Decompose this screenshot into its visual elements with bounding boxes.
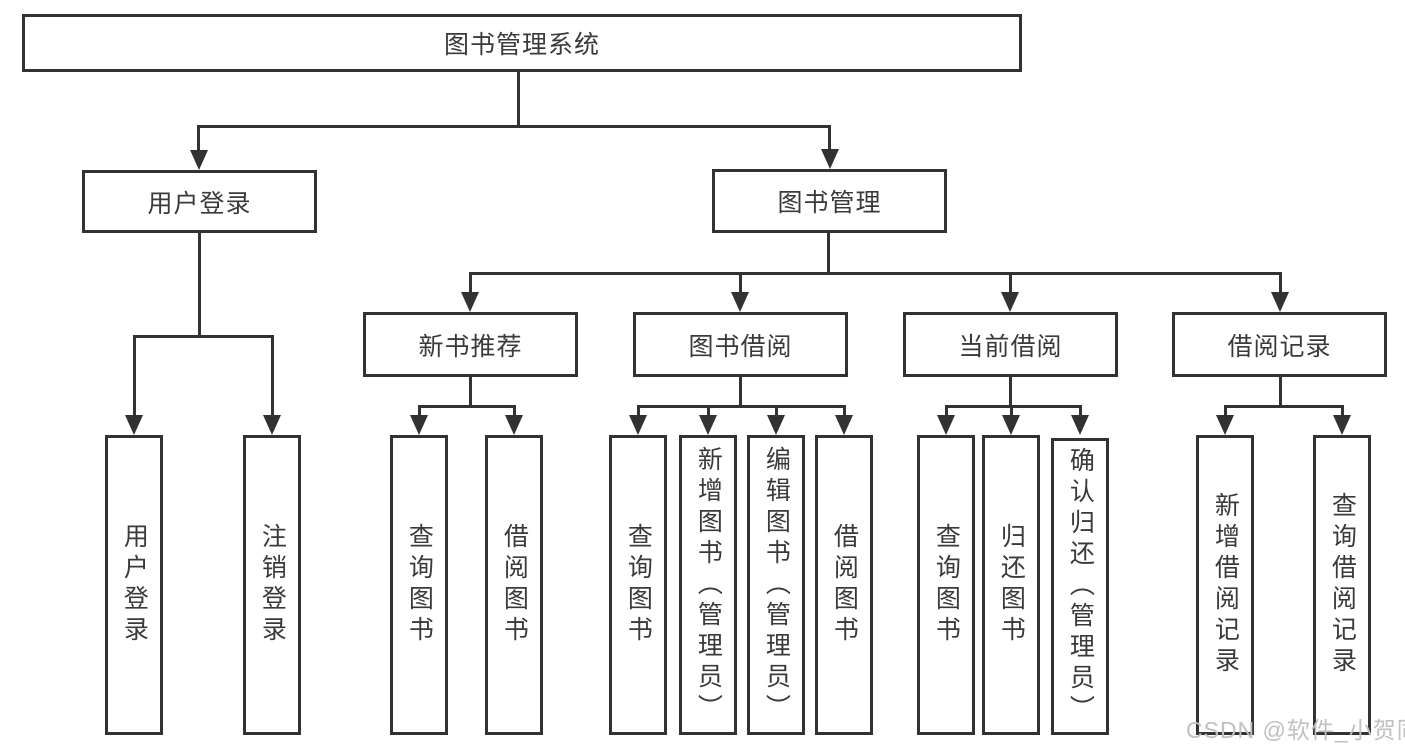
connector-userlogin-stem	[198, 233, 201, 337]
leaf-user-login: 用户登录	[105, 435, 163, 735]
arrowhead-icon	[731, 292, 749, 312]
leaf-query-borrow-record: 查询借阅记录	[1313, 435, 1371, 735]
connector-borrowrecords-stem	[1279, 377, 1282, 407]
leaf-confirm-return-admin: 确认归还（管理员）	[1051, 438, 1109, 735]
leaf-borrow-borrow-books-label: 借阅图书	[830, 523, 859, 647]
arrowhead-icon	[1271, 292, 1289, 312]
node-current-borrow: 当前借阅	[903, 312, 1118, 377]
arrowhead-icon	[1002, 415, 1020, 435]
arrowhead-icon	[629, 415, 647, 435]
leaf-borrow-query-books: 查询图书	[609, 435, 667, 735]
leaf-current-query-books-label: 查询图书	[932, 523, 961, 647]
leaf-newbook-borrow-books-label: 借阅图书	[500, 523, 529, 647]
connector-root-right-drop	[828, 125, 831, 155]
connector-currentborrow-stem	[1009, 377, 1012, 407]
connector-newbook-drop-2	[513, 405, 516, 419]
leaf-current-query-books: 查询图书	[917, 435, 975, 735]
arrowhead-icon	[125, 415, 143, 435]
leaf-newbook-query-books-label: 查询图书	[405, 523, 434, 647]
arrowhead-icon	[1071, 415, 1089, 435]
connector-bookborrow-stem	[739, 377, 742, 407]
connector-bookmgmt-drop-2	[739, 272, 742, 296]
connector-bookmgmt-drop-1	[469, 272, 472, 296]
connector-currentborrow-drop-2	[1010, 405, 1013, 419]
connector-root-left-drop	[197, 125, 200, 155]
connector-currentborrow-drop-3	[1079, 405, 1082, 419]
leaf-borrow-borrow-books: 借阅图书	[815, 435, 873, 735]
node-borrow-records: 借阅记录	[1172, 312, 1387, 377]
leaf-add-borrow-record: 新增借阅记录	[1196, 435, 1254, 735]
leaf-add-books-admin: 新增图书（管理员）	[679, 435, 737, 735]
leaf-confirm-return-admin-label: 确认归还（管理员）	[1066, 447, 1095, 726]
connector-bookmgmt-drop-4	[1279, 272, 1282, 296]
node-borrow-records-label: 借阅记录	[1227, 332, 1332, 361]
connector-root-stem	[517, 72, 520, 127]
leaf-edit-books-admin-label: 编辑图书（管理员）	[762, 445, 791, 725]
arrowhead-icon	[505, 415, 523, 435]
node-book-borrow-label: 图书借阅	[688, 332, 793, 361]
leaf-newbook-query-books: 查询图书	[390, 435, 448, 735]
node-book-management-label: 图书管理	[777, 189, 882, 217]
leaf-add-books-admin-label: 新增图书（管理员）	[694, 445, 723, 725]
connector-borrowrecords-drop-2	[1341, 405, 1344, 419]
connector-newbook-bus	[418, 405, 516, 408]
csdn-watermark: CSDN @软件_小贺同学	[1186, 717, 1405, 743]
connector-userlogin-bus	[133, 335, 274, 338]
node-root-system: 图书管理系统	[22, 14, 1022, 72]
node-user-login: 用户登录	[82, 170, 317, 233]
leaf-query-borrow-record-label: 查询借阅记录	[1328, 492, 1357, 678]
leaf-add-borrow-record-label: 新增借阅记录	[1211, 492, 1240, 678]
node-root-label: 图书管理系统	[443, 31, 600, 59]
arrowhead-icon	[461, 292, 479, 312]
connector-userlogin-drop-2	[271, 335, 274, 417]
arrowhead-icon	[835, 415, 853, 435]
connector-bookmgmt-stem	[827, 233, 830, 275]
connector-newbook-stem	[469, 377, 472, 407]
connector-currentborrow-drop-1	[945, 405, 948, 419]
arrowhead-icon	[699, 415, 717, 435]
node-new-book-recommend: 新书推荐	[363, 312, 578, 377]
connector-bookborrow-drop-3	[775, 405, 778, 419]
leaf-newbook-borrow-books: 借阅图书	[485, 435, 543, 735]
leaf-logout: 注销登录	[243, 435, 301, 735]
arrowhead-icon	[821, 149, 839, 169]
leaf-return-books: 归还图书	[982, 435, 1040, 735]
leaf-borrow-query-books-label: 查询图书	[624, 523, 653, 647]
connector-borrowrecords-drop-1	[1224, 405, 1227, 419]
arrowhead-icon	[410, 415, 428, 435]
node-new-book-recommend-label: 新书推荐	[418, 332, 523, 361]
connector-borrowrecords-bus	[1224, 405, 1344, 408]
arrowhead-icon	[1001, 292, 1019, 312]
connector-bookborrow-bus	[637, 405, 846, 408]
connector-newbook-drop-1	[418, 405, 421, 419]
leaf-return-books-label: 归还图书	[997, 523, 1026, 647]
connector-bookborrow-drop-1	[637, 405, 640, 419]
node-book-borrow: 图书借阅	[633, 312, 848, 377]
leaf-user-login-label: 用户登录	[120, 523, 149, 647]
arrowhead-icon	[767, 415, 785, 435]
connector-bookmgmt-bus	[469, 272, 1282, 275]
connector-bookborrow-drop-4	[843, 405, 846, 419]
connector-bookmgmt-drop-3	[1009, 272, 1012, 296]
arrowhead-icon	[263, 415, 281, 435]
leaf-logout-label: 注销登录	[258, 523, 287, 647]
arrowhead-icon	[1216, 415, 1234, 435]
arrowhead-icon	[1333, 415, 1351, 435]
connector-root-bus	[197, 125, 831, 128]
leaf-edit-books-admin: 编辑图书（管理员）	[747, 435, 805, 735]
connector-userlogin-drop-1	[133, 335, 136, 417]
node-user-login-label: 用户登录	[147, 189, 252, 218]
connector-bookborrow-drop-2	[707, 405, 710, 419]
connector-currentborrow-bus	[945, 405, 1082, 408]
node-book-management: 图书管理	[712, 169, 947, 233]
arrowhead-icon	[937, 415, 955, 435]
arrowhead-icon	[190, 150, 208, 170]
node-current-borrow-label: 当前借阅	[958, 332, 1063, 361]
